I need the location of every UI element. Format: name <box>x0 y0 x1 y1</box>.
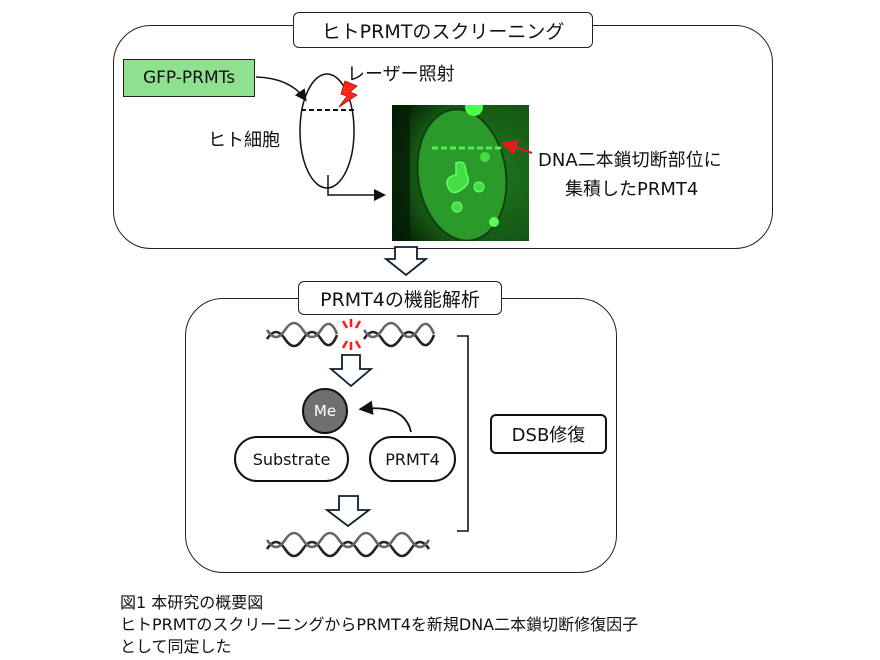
figure-caption-line3: として同定した <box>120 637 232 656</box>
hollow-down-arrow-icon <box>324 495 372 528</box>
figure-caption-line2: ヒトPRMTのスクリーニングからPRMT4を新規DNA二本鎖切断修復因子 <box>120 615 639 634</box>
prmt4-pill: PRMT4 <box>369 436 456 482</box>
methylation-arrow-icon <box>358 400 412 433</box>
hollow-down-arrow-icon <box>328 354 374 388</box>
bracket-icon <box>457 335 469 532</box>
fluorescence-microscopy-image <box>392 105 529 241</box>
dsb-repair-label: DSB修復 <box>490 414 607 454</box>
analysis-panel-title: PRMT4の機能解析 <box>298 281 502 315</box>
cell-label: ヒト細胞 <box>208 130 280 151</box>
screening-panel-title: ヒトPRMTのスクリーニング <box>293 12 593 48</box>
lightning-icon <box>338 80 358 108</box>
substrate-pill: Substrate <box>234 436 349 482</box>
result-label-line2: 集積したPRMT4 <box>565 179 699 200</box>
dna-break-burst-icon <box>341 319 362 350</box>
cell-to-image-arrow-icon <box>327 175 386 201</box>
hollow-down-arrow-icon <box>383 246 429 277</box>
cell-ellipse-icon <box>299 73 355 189</box>
laser-label: レーザー照射 <box>347 64 455 85</box>
broken-dna-icon <box>265 321 436 348</box>
figure-caption-title: 図1 本研究の概要図 <box>120 593 264 612</box>
repaired-dna-icon <box>265 531 431 558</box>
result-label-line1: DNA二本鎖切断部位に <box>538 150 722 171</box>
gfp-to-cell-arrow-icon <box>255 76 307 102</box>
gfp-prmts-label: GFP-PRMTs <box>123 59 255 97</box>
red-arrow-icon <box>501 140 533 156</box>
methyl-group: Me <box>302 388 348 434</box>
